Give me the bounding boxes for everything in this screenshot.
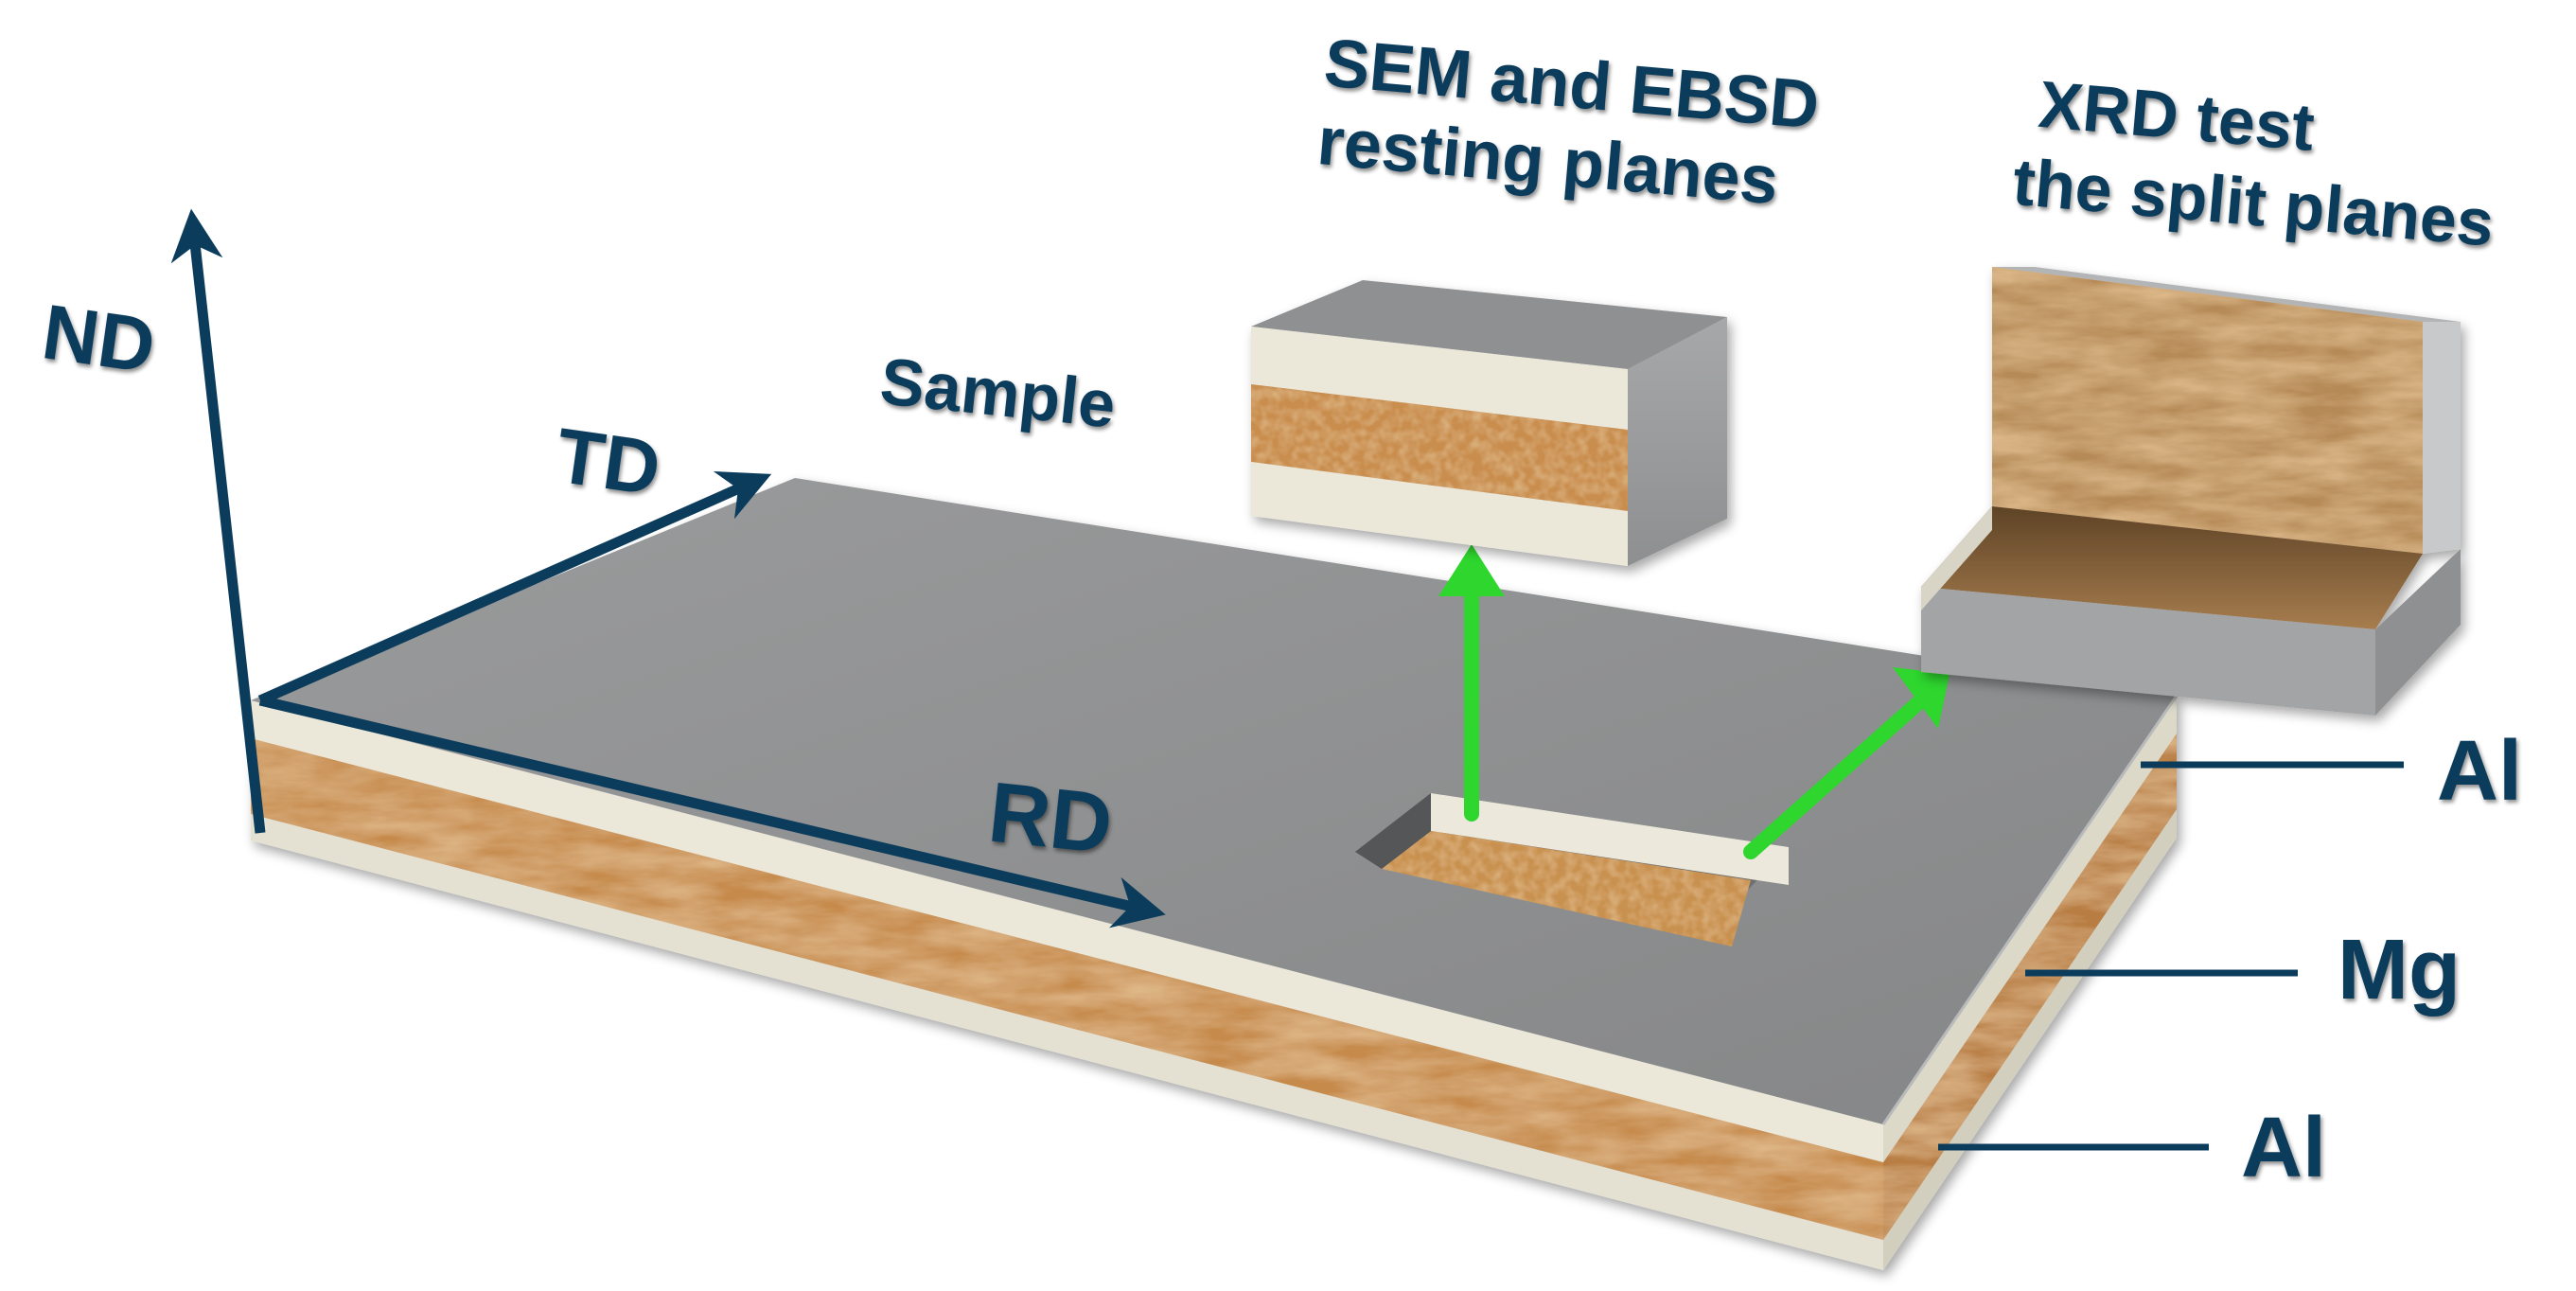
- sem-block-front-al-bottom: [1251, 462, 1628, 566]
- layer-leader-lines: [1938, 761, 2404, 1151]
- pocket-back-wall: [1431, 793, 1789, 885]
- green-arrows: [1438, 544, 1950, 859]
- top-al-layer-front: [251, 700, 1883, 1162]
- nd-axis: [170, 208, 266, 834]
- pocket-floor: [1382, 831, 1751, 946]
- cutout-pocket: [1355, 793, 1789, 946]
- right-side-mg: [1883, 734, 2177, 1240]
- arrow-head-up: [1438, 544, 1505, 596]
- coordinate-axes: [170, 208, 1166, 928]
- sem-ebsd-block: [1251, 280, 1727, 566]
- td-axis: [257, 470, 772, 706]
- sem-block-front-al-top: [1251, 327, 1628, 430]
- xrd-front-face: [1921, 587, 2375, 716]
- xrd-split-face-upper: [1992, 267, 2423, 554]
- sem-block-side: [1628, 317, 1727, 566]
- rd-axis: [258, 695, 1166, 928]
- xrd-lid-side: [2423, 322, 2461, 554]
- plate-top-surface: [251, 478, 2177, 1124]
- xrd-right-side: [2375, 549, 2461, 716]
- sem-block-front-mg: [1251, 384, 1628, 511]
- mg-layer-front: [251, 738, 1883, 1240]
- xrd-lid-top: [1992, 267, 2461, 322]
- sem-block-top: [1251, 280, 1727, 369]
- xrd-block: [1921, 267, 2461, 716]
- bottom-al-layer: [251, 814, 1883, 1270]
- arrow-head-diag: [1893, 667, 1950, 729]
- right-side-al-bottom: [1883, 809, 2177, 1270]
- arrow-to-xrd-block: [1743, 693, 1929, 859]
- rd-axis-label: RD: [984, 765, 1117, 873]
- sample-plate: [251, 478, 2179, 1270]
- right-side-al-top: [1883, 696, 2177, 1162]
- xrd-left-edge: [1921, 506, 1992, 610]
- nd-axis-label: ND: [37, 289, 161, 390]
- al-top-layer-label: Al: [2437, 724, 2522, 819]
- td-axis-label: TD: [551, 412, 666, 513]
- al-bottom-layer-label: Al: [2241, 1101, 2326, 1195]
- mg-layer-label: Mg: [2338, 923, 2461, 1017]
- xrd-split-face-lower: [1921, 506, 2423, 629]
